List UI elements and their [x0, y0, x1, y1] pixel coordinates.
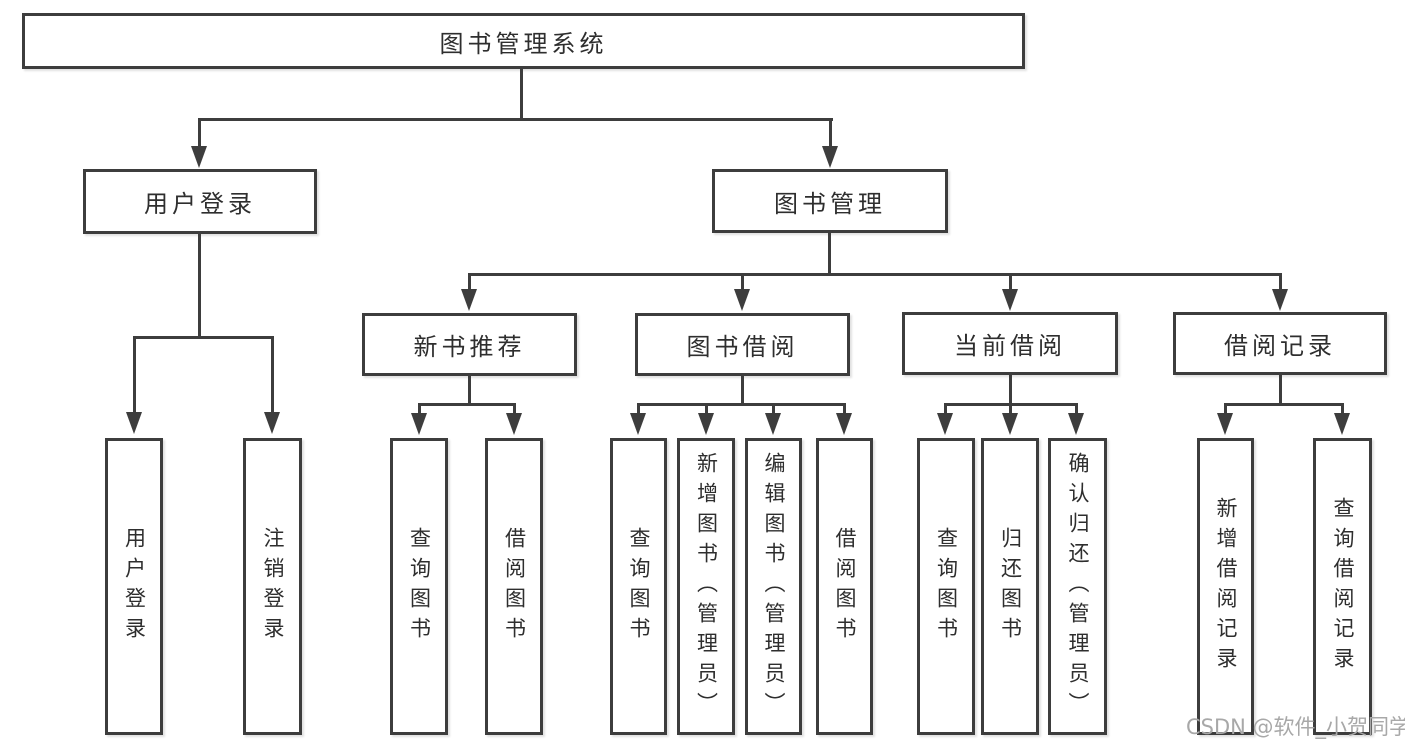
arrowhead-bb-query: [630, 413, 646, 435]
leaf-label: 查询图书: [407, 526, 432, 647]
node-borrow-records: 借阅记录: [1173, 312, 1387, 375]
node-user-login: 用户登录: [83, 169, 317, 234]
leaf-user-login: 用户登录: [105, 438, 163, 735]
leaf-label: 编辑图书（管理员）: [762, 451, 786, 722]
arrowhead-nbr-query: [411, 413, 427, 435]
connector-drop-br-add: [1224, 403, 1227, 413]
leaf-bb-borrow-book: 借阅图书: [816, 438, 873, 735]
arrowhead-cb-return: [1002, 413, 1018, 435]
node-label: 图书借阅: [686, 333, 799, 361]
arrowhead-bb-add: [698, 413, 714, 435]
arrowhead-cb-query: [937, 413, 953, 435]
node-book-management: 图书管理: [712, 169, 948, 233]
connector-drop-nbr-query: [418, 403, 421, 413]
leaf-cb-return-book: 归还图书: [981, 438, 1039, 735]
leaf-label: 新增借阅记录: [1214, 496, 1238, 677]
node-current-borrow: 当前借阅: [902, 312, 1118, 375]
connector-drop-user-login: [198, 118, 201, 148]
connector-drop-cb-query: [944, 403, 947, 413]
leaf-cb-query-book: 查询图书: [917, 438, 975, 735]
arrowhead-br-query: [1334, 413, 1350, 435]
node-label: 图书管理: [774, 189, 886, 218]
connector-drop-bb-borrow: [843, 403, 846, 413]
arrowhead-nbr-borrow: [506, 413, 522, 435]
connector-drop-bb-add: [705, 403, 708, 413]
connector-drop-nbr-borrow: [513, 403, 516, 413]
arrowhead-new-book-rec: [461, 289, 477, 311]
connector-nbr-bar: [418, 403, 516, 406]
connector-drop-book-borrow: [741, 273, 744, 289]
arrowhead-bb-edit: [765, 413, 781, 435]
leaf-label: 新增图书（管理员）: [694, 451, 719, 722]
connector-br-stem: [1279, 375, 1282, 403]
leaf-logout: 注销登录: [243, 438, 302, 735]
connector-drop-book-management: [829, 118, 832, 148]
connector-user-login-bar: [133, 336, 274, 339]
arrowhead-leaf-logout: [264, 412, 280, 434]
leaf-label: 确认归还（管理员）: [1066, 451, 1090, 722]
connector-br-bar: [1224, 403, 1344, 406]
leaf-label: 借阅图书: [502, 526, 527, 647]
arrowhead-leaf-user-login: [126, 412, 142, 434]
connector-drop-br-query: [1341, 403, 1344, 413]
connector-cb-stem: [1009, 375, 1012, 403]
connector-book-management-stem: [828, 233, 831, 273]
connector-level2-bar: [198, 118, 833, 121]
node-label: 借阅记录: [1224, 332, 1336, 360]
node-root-book-management-system: 图书管理系统: [22, 13, 1025, 69]
leaf-br-query-record: 查询借阅记录: [1313, 438, 1372, 735]
connector-drop-current-borrow: [1009, 273, 1012, 289]
connector-user-login-stem: [198, 234, 201, 336]
connector-level3-bar: [468, 273, 1282, 276]
leaf-bb-query-book: 查询图书: [610, 438, 667, 735]
connector-drop-leaf-user-login: [133, 336, 136, 412]
connector-drop-leaf-logout: [271, 336, 274, 412]
leaf-label: 注销登录: [261, 526, 285, 647]
node-label: 图书管理系统: [439, 29, 608, 58]
csdn-watermark: CSDN @软件_小贺同学: [1186, 715, 1405, 739]
connector-nbr-stem: [468, 376, 471, 403]
leaf-label: 归还图书: [998, 526, 1023, 647]
leaf-label: 查询图书: [934, 526, 959, 647]
arrowhead-borrow-records: [1272, 289, 1288, 311]
arrowhead-cb-confirm: [1068, 413, 1084, 435]
leaf-label: 借阅图书: [833, 526, 857, 647]
arrowhead-br-add: [1217, 413, 1233, 435]
connector-bb-stem: [741, 376, 744, 403]
leaf-bb-add-book-admin: 新增图书（管理员）: [677, 438, 735, 735]
connector-drop-bb-query: [637, 403, 640, 413]
connector-drop-borrow-records: [1279, 273, 1282, 289]
connector-drop-new-book-rec: [468, 273, 471, 289]
leaf-label: 查询图书: [627, 526, 651, 647]
connector-bb-bar: [637, 403, 846, 406]
leaf-nbr-borrow-book: 借阅图书: [485, 438, 543, 735]
node-book-borrow: 图书借阅: [635, 313, 850, 376]
node-new-book-recommend: 新书推荐: [362, 313, 577, 376]
arrowhead-book-management: [822, 146, 838, 168]
leaf-label: 用户登录: [122, 526, 147, 647]
leaf-br-add-record: 新增借阅记录: [1197, 438, 1254, 735]
arrowhead-current-borrow: [1002, 289, 1018, 311]
arrowhead-user-login: [191, 146, 207, 168]
connector-root-stem: [520, 69, 523, 118]
connector-drop-cb-confirm: [1075, 403, 1078, 413]
connector-drop-bb-edit: [772, 403, 775, 413]
connector-drop-cb-return: [1009, 403, 1012, 413]
node-label: 新书推荐: [413, 333, 526, 361]
leaf-cb-confirm-return-admin: 确认归还（管理员）: [1048, 438, 1107, 735]
leaf-label: 查询借阅记录: [1331, 496, 1355, 677]
arrowhead-book-borrow: [734, 289, 750, 311]
node-label: 用户登录: [144, 190, 256, 218]
leaf-nbr-query-book: 查询图书: [390, 438, 448, 735]
leaf-bb-edit-book-admin: 编辑图书（管理员）: [745, 438, 802, 735]
arrowhead-bb-borrow: [836, 413, 852, 435]
node-label: 当前借阅: [954, 332, 1066, 360]
